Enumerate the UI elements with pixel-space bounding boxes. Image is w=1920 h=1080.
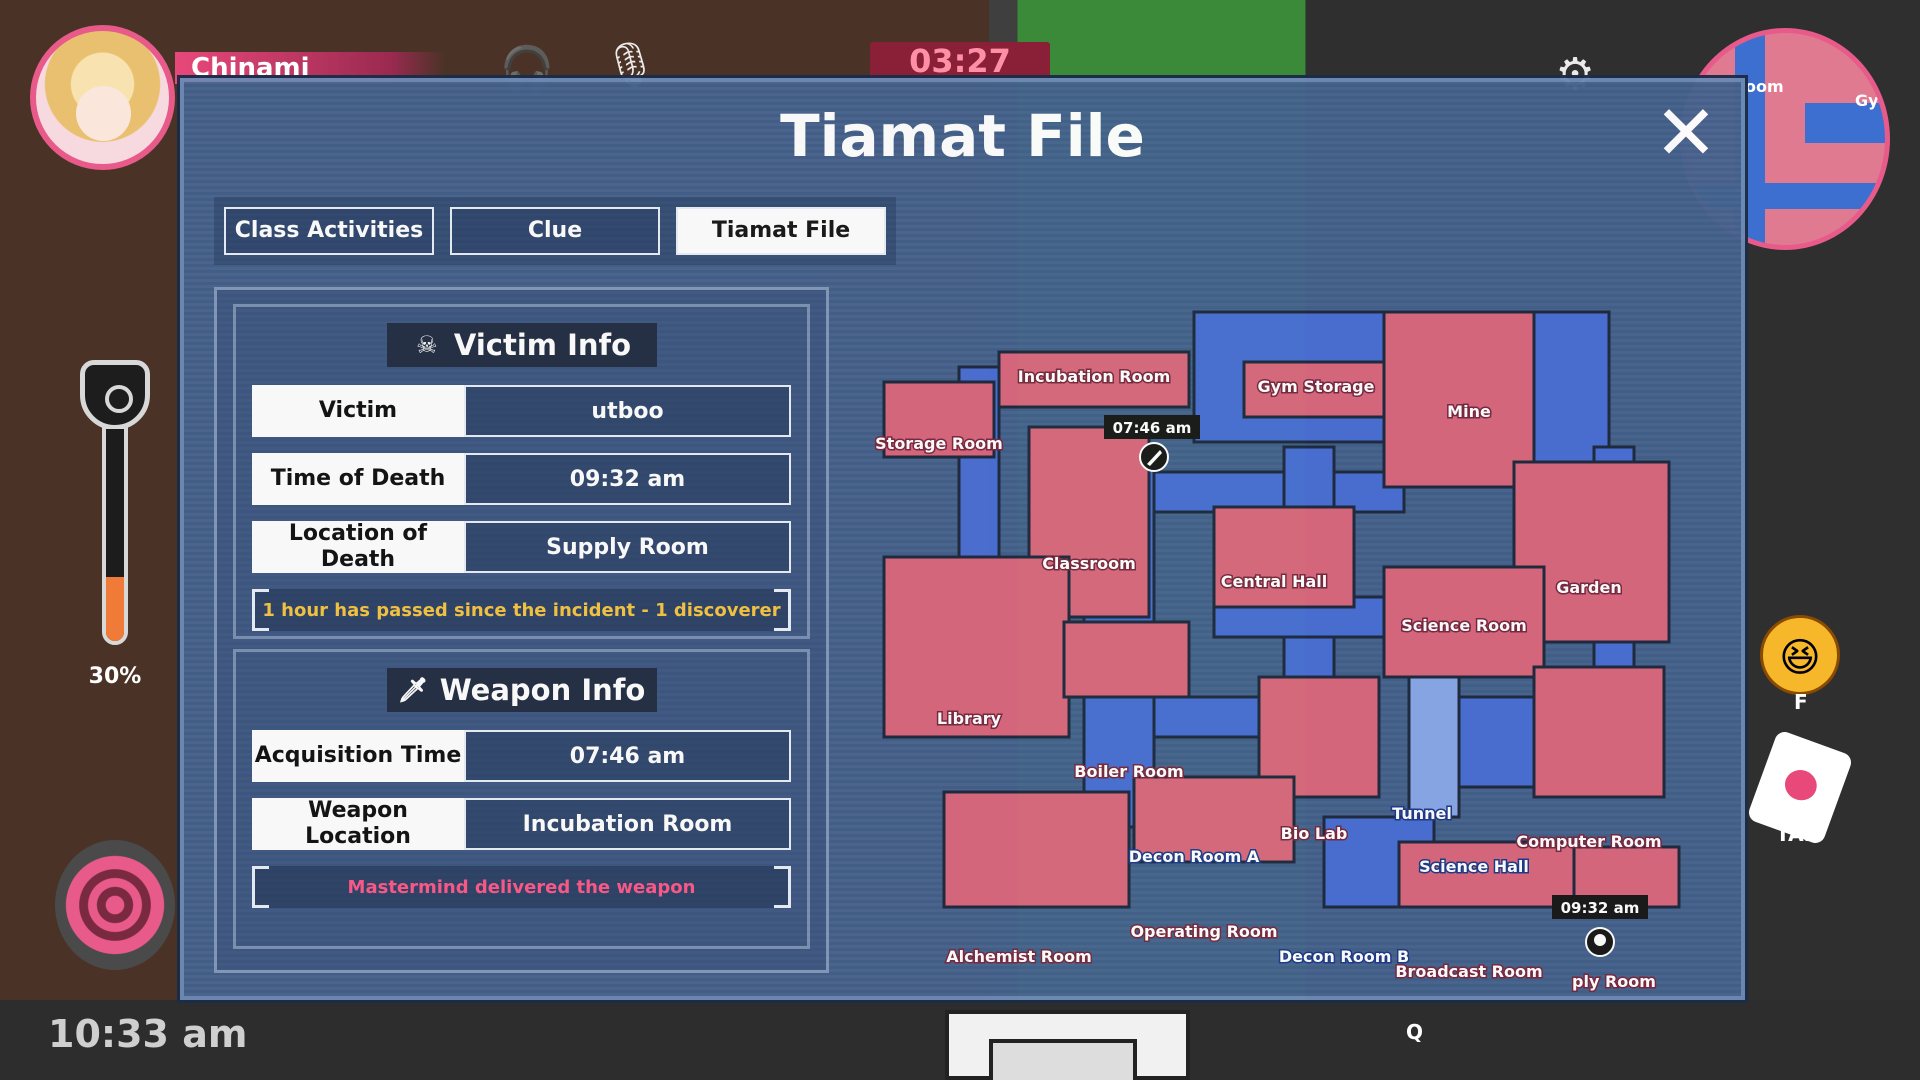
room-boiler: [1062, 620, 1191, 699]
weapon-marker-tag: [1104, 415, 1200, 439]
label-operating-room: Operating Room: [1130, 922, 1277, 941]
weapon-note: Mastermind delivered the weapon: [252, 866, 791, 908]
time-of-death-row: Time of Death 09:32 am: [252, 453, 791, 505]
time-of-death-value: 09:32 am: [464, 453, 791, 505]
tab-class-activities[interactable]: Class Activities: [224, 207, 434, 255]
avatar-face: [76, 86, 131, 141]
label-garden: Garden: [1556, 578, 1622, 597]
weapon-info-title: Weapon Info: [439, 673, 646, 707]
game-clock: 10:33 am: [48, 1012, 248, 1056]
weapon-marker[interactable]: 07:46 am: [1104, 415, 1200, 472]
label-science-hall: Science Hall: [1419, 857, 1529, 876]
room-gym-storage: [1242, 360, 1391, 419]
round-timer: 03:27: [870, 42, 1050, 80]
tiamat-file-panel: Tiamat File ✕ Class Activities Clue Tiam…: [180, 78, 1745, 1000]
rooms: [882, 310, 1681, 909]
knife-marker-glyph: [1147, 450, 1162, 466]
label-decon-room-a: Decon Room A: [1129, 847, 1260, 866]
victim-row: Victim utboo: [252, 385, 791, 437]
label-storage-room: Storage Room: [875, 434, 1003, 453]
location-of-death-label: Location of Death: [252, 521, 464, 573]
tab-clue[interactable]: Clue: [450, 207, 660, 255]
weapon-marker-time: 07:46 am: [1113, 419, 1192, 437]
label-library: Library: [937, 709, 1002, 728]
label-broadcast-room: Broadcast Room: [1395, 962, 1542, 981]
label-bio-lab: Bio Lab: [1281, 824, 1348, 843]
acquisition-time-label: Acquisition Time: [252, 730, 464, 782]
q-key-hint: Q: [1406, 1020, 1424, 1044]
victim-info-section: ☠ Victim Info Victim utboo Time of Death…: [233, 304, 810, 639]
tab-tiamat-file[interactable]: Tiamat File: [676, 207, 886, 255]
panel-title: Tiamat File: [780, 102, 1145, 170]
label-boiler-room: Boiler Room: [1074, 762, 1183, 781]
label-decon-room-b: Decon Room B: [1279, 947, 1409, 966]
school-map-svg: Incubation Room Gym Storage Mine Storage…: [874, 310, 1681, 993]
weapon-info-section: 🗡 Weapon Info Acquisition Time 07:46 am …: [233, 649, 810, 949]
label-gym-storage: Gym Storage: [1258, 377, 1375, 396]
weapon-location-label: Weapon Location: [252, 798, 464, 850]
label-science-room: Science Room: [1401, 616, 1527, 635]
room-broadcast: [1397, 840, 1576, 909]
minimap-label: oom: [1745, 77, 1784, 96]
minimap-corridor: [1805, 103, 1885, 143]
emote-key-hint: F: [1794, 690, 1808, 714]
time-of-death-label: Time of Death: [252, 453, 464, 505]
victim-marker[interactable]: 09:32 am: [1552, 895, 1648, 957]
tunnel-corridor: [1407, 665, 1461, 819]
victim-info-title: Victim Info: [453, 328, 632, 362]
meter-fill: [106, 577, 124, 641]
meter-cat-head-icon: [80, 360, 150, 430]
acquisition-time-row: Acquisition Time 07:46 am: [252, 730, 791, 782]
room-library: [882, 555, 1071, 739]
weapon-location-row: Weapon Location Incubation Room: [252, 798, 791, 850]
tab-key-hint: TAB: [1776, 822, 1819, 846]
label-computer-room: Computer Room: [1516, 832, 1661, 851]
info-column: ☠ Victim Info Victim utboo Time of Death…: [214, 287, 829, 973]
label-alchemist-room: Alchemist Room: [946, 947, 1091, 966]
player-avatar: [30, 25, 175, 170]
label-incubation-room: Incubation Room: [1018, 367, 1171, 386]
close-button[interactable]: ✕: [1654, 88, 1718, 177]
room-science: [1382, 565, 1546, 679]
victim-value: utboo: [464, 385, 791, 437]
victim-label: Victim: [252, 385, 464, 437]
school-map[interactable]: Incubation Room Gym Storage Mine Storage…: [854, 267, 1724, 997]
room-labels: Incubation Room Gym Storage Mine Storage…: [874, 366, 1663, 993]
room-incubation: [997, 350, 1191, 409]
room-computer: [1532, 665, 1666, 799]
weapon-location-value: Incubation Room: [464, 798, 791, 850]
acquisition-time-value: 07:46 am: [464, 730, 791, 782]
meter-tube: [102, 425, 128, 645]
room-central-hall: [1212, 505, 1356, 609]
knife-icon: 🗡: [397, 676, 429, 704]
label-supply-room: ply Room: [1572, 972, 1656, 991]
room-alchemist: [942, 790, 1131, 909]
victim-marker-time: 09:32 am: [1561, 899, 1640, 917]
weapon-info-header: 🗡 Weapon Info: [386, 668, 657, 712]
room-operating: [1132, 775, 1296, 864]
location-of-death-value: Supply Room: [464, 521, 791, 573]
location-of-death-row: Location of Death Supply Room: [252, 521, 791, 573]
victim-marker-tag: [1552, 895, 1648, 919]
victim-info-header: ☠ Victim Info: [386, 323, 657, 367]
emote-laugh-icon[interactable]: 😆: [1760, 615, 1840, 695]
spiral-skill-icon[interactable]: [55, 840, 175, 970]
label-central-hall: Central Hall: [1221, 572, 1328, 591]
minimap-label: Gy: [1855, 91, 1879, 110]
label-mine: Mine: [1447, 402, 1491, 421]
victim-note: 1 hour has passed since the incident - 1…: [252, 589, 791, 631]
label-classroom: Classroom: [1042, 554, 1136, 573]
skull-icon: ☠: [416, 331, 438, 359]
meter-percent: 30%: [88, 664, 142, 689]
room-mine: [1382, 310, 1536, 489]
suspicion-meter: [80, 360, 150, 660]
room-storage: [882, 380, 996, 459]
label-tunnel: Tunnel: [1392, 804, 1452, 823]
panel-tabs: Class Activities Clue Tiamat File: [214, 197, 896, 265]
skull-marker-glyph: [1594, 934, 1606, 946]
fridge-object: [945, 1010, 1190, 1080]
